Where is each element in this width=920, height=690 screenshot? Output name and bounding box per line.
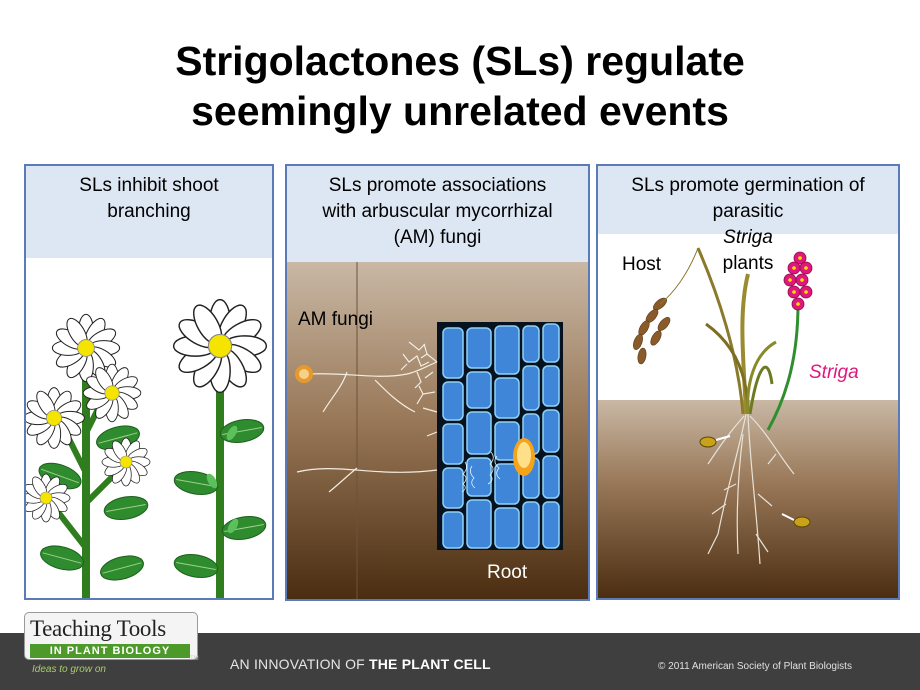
root-tissue bbox=[437, 322, 563, 550]
striga-seeds bbox=[699, 435, 811, 528]
unbranched-plant bbox=[171, 298, 269, 598]
caption-line-2: parasitic Striga plants bbox=[598, 199, 898, 277]
branched-plant bbox=[26, 313, 151, 598]
fungal-hyphae bbox=[296, 341, 438, 493]
innovation-prefix: AN INNOVATION OF bbox=[230, 656, 369, 672]
title-line-1: Strigolactones (SLs) regulate bbox=[175, 38, 745, 84]
slide-title: Strigolactones (SLs) regulate seemingly … bbox=[0, 36, 920, 136]
title-line-2: seemingly unrelated events bbox=[191, 88, 729, 134]
caption-text: plants bbox=[722, 253, 774, 274]
am-fungi-panel: SLs promote associations with arbuscular… bbox=[285, 164, 590, 601]
host-plant bbox=[633, 247, 777, 415]
root-label: Root bbox=[487, 562, 528, 583]
teaching-tools-logo: Teaching Tools IN PLANT BIOLOGY TM Ideas… bbox=[24, 612, 199, 676]
logo-tagline: Ideas to grow on bbox=[32, 664, 106, 675]
am-fungi-caption: SLs promote associations with arbuscular… bbox=[287, 166, 588, 262]
logo-subtitle: IN PLANT BIOLOGY bbox=[30, 644, 190, 658]
host-roots bbox=[707, 413, 795, 565]
host-label: Host bbox=[622, 254, 662, 275]
logo-tm: TM bbox=[190, 656, 199, 662]
striga-germination-caption: SLs promote germination of parasitic Str… bbox=[598, 166, 898, 274]
host-and-striga-illustration bbox=[598, 247, 898, 598]
innovation-journal: THE PLANT CELL bbox=[369, 656, 491, 672]
caption-line: SLs promote associations bbox=[328, 175, 547, 196]
caption-italic-text: Striga bbox=[723, 227, 773, 248]
caption-line: SLs promote germination of bbox=[631, 175, 865, 196]
root-fungi-illustration bbox=[287, 262, 588, 599]
striga-label: Striga bbox=[809, 362, 859, 383]
caption-line: SLs inhibit shoot bbox=[79, 175, 219, 196]
striga-germination-panel: SLs promote germination of parasitic Str… bbox=[596, 164, 900, 600]
caption-line: (AM) fungi bbox=[393, 227, 482, 248]
shoot-branching-caption: SLs inhibit shoot branching bbox=[26, 166, 272, 258]
logo-title: Teaching Tools bbox=[30, 616, 166, 641]
caption-line: with arbuscular mycorrhizal bbox=[322, 201, 553, 222]
caption-text: parasitic bbox=[712, 201, 784, 222]
caption-line: branching bbox=[107, 201, 191, 222]
am-fungi-label: AM fungi bbox=[298, 309, 373, 330]
branched-vs-unbranched-plants-illustration bbox=[26, 298, 269, 598]
shoot-branching-panel: SLs inhibit shoot branching bbox=[24, 164, 274, 600]
striga-plant bbox=[766, 251, 813, 431]
innovation-credit: AN INNOVATION OF THE PLANT CELL bbox=[230, 656, 491, 672]
copyright-notice: © 2011 American Society of Plant Biologi… bbox=[658, 661, 852, 672]
soil-background bbox=[598, 400, 898, 598]
